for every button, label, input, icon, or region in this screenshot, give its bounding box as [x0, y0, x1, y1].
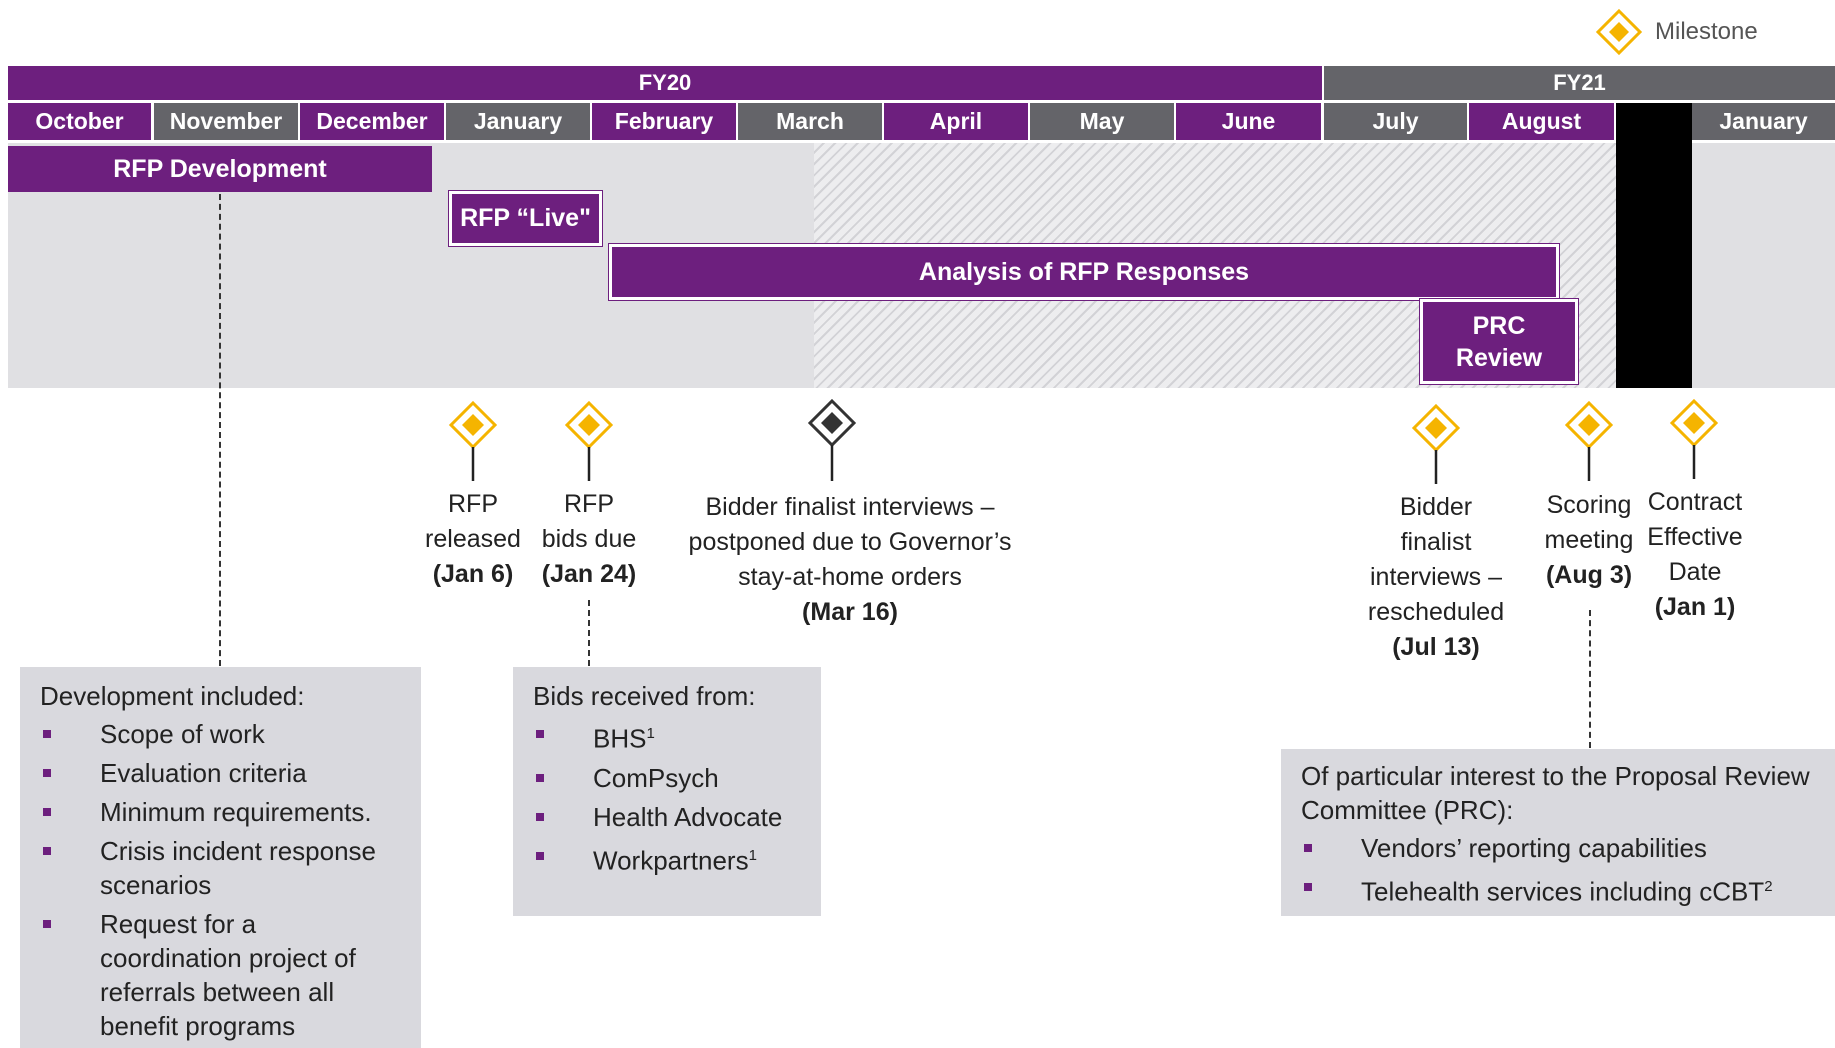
note-prc-interest: Of particular interest to the Proposal R… [1281, 749, 1835, 916]
milestone-text: Bidder finalist interviews – [705, 493, 995, 521]
connector-development [219, 194, 221, 666]
bar-rfp-live: RFP “Live" [448, 190, 603, 247]
note-list: Vendors’ reporting capabilities Teleheal… [1301, 831, 1817, 909]
milestone-label-interviews-postponed: Bidder finalist interviews – postponed d… [689, 490, 1012, 630]
note-heading: Of particular interest to the Proposal R… [1301, 761, 1810, 825]
connector-scoring [1589, 610, 1591, 748]
milestone-date: (Jan 24) [541, 560, 637, 588]
milestone-marker-bids-due [564, 401, 614, 481]
milestone-marker-rfp-released [448, 401, 498, 481]
milestone-date: (Jul 13) [1392, 633, 1480, 661]
milestone-diamond-icon [1669, 399, 1719, 479]
milestone-text: interviews – [1370, 563, 1502, 591]
month-october: October [8, 103, 151, 140]
milestone-date: (Aug 3) [1545, 561, 1633, 589]
list-item-text: Telehealth services including cCBT [1361, 876, 1765, 907]
milestone-label-rfp-released: RFP released (Jan 6) [425, 487, 521, 592]
footnote-marker: 1 [748, 846, 757, 864]
footnote-marker: 2 [1764, 878, 1773, 895]
month-january: January [446, 103, 590, 140]
prc-review-line-1: PRC [1472, 311, 1526, 340]
connector-bids [588, 600, 590, 666]
milestone-text: RFP [448, 490, 498, 518]
milestone-text: finalist [1400, 528, 1472, 556]
footnote-marker: 1 [646, 725, 655, 742]
list-item: Vendors’ reporting capabilities [1301, 831, 1817, 865]
list-item: Scope of work [40, 717, 403, 751]
milestone-diamond-icon [564, 401, 614, 481]
list-item: Health Advocate [533, 800, 803, 834]
milestone-marker-contract-effective [1669, 399, 1719, 479]
milestone-date: (Jan 6) [432, 560, 514, 588]
milestone-text: Scoring [1546, 491, 1632, 519]
milestone-diamond-icon [1595, 8, 1643, 56]
milestone-diamond-icon [1564, 401, 1614, 481]
list-item: BHS1 [533, 717, 803, 756]
note-bids-received: Bids received from: BHS1 ComPsych Health… [513, 667, 821, 916]
milestone-marker-interviews-rescheduled [1411, 404, 1461, 484]
milestone-text: postponed due to Governor’s [688, 528, 1012, 556]
milestone-date: (Mar 16) [802, 598, 898, 626]
list-item: Evaluation criteria [40, 756, 403, 790]
month-august: August [1469, 103, 1614, 140]
milestone-label-scoring-meeting: Scoring meeting (Aug 3) [1545, 488, 1634, 593]
prc-review-line-2: Review [1455, 343, 1543, 372]
milestone-diamond-icon [448, 401, 498, 481]
fiscal-year-fy21: FY21 [1324, 66, 1835, 100]
bar-analysis-of-rfp-responses: Analysis of RFP Responses [608, 243, 1560, 301]
vendor-name: BHS [593, 723, 647, 754]
milestone-text: rescheduled [1367, 598, 1505, 626]
milestone-text: released [425, 525, 521, 553]
month-june: June [1176, 103, 1321, 140]
list-item: Crisis incident response scenarios [40, 834, 403, 902]
month-february: February [592, 103, 736, 140]
list-item: ComPsych [533, 761, 803, 795]
milestone-label-interviews-rescheduled: Bidder finalist interviews – rescheduled… [1368, 490, 1504, 665]
milestone-text: Date [1668, 558, 1722, 586]
milestone-text: bids due [541, 525, 637, 553]
note-development: Development included: Scope of work Eval… [20, 667, 421, 1048]
list-item: Telehealth services including cCBT2 [1301, 870, 1817, 909]
month-april: April [884, 103, 1028, 140]
month-may: May [1030, 103, 1174, 140]
month-march: March [738, 103, 882, 140]
bar-rfp-development: RFP Development [8, 146, 432, 192]
milestone-label-bids-due: RFP bids due (Jan 24) [542, 487, 637, 592]
timeline-gap-block [1616, 103, 1692, 388]
milestone-diamond-dark-icon [807, 399, 857, 481]
legend: Milestone [1595, 8, 1795, 56]
vendor-name: Health Advocate [593, 801, 783, 832]
month-january-fy21: January [1692, 103, 1835, 140]
fiscal-year-fy20: FY20 [8, 66, 1322, 100]
milestone-marker-interviews-postponed [807, 399, 857, 481]
milestone-text: meeting [1544, 526, 1634, 554]
vendor-name: ComPsych [593, 762, 719, 793]
milestone-text: Bidder [1399, 493, 1473, 521]
list-item: Minimum requirements. [40, 795, 403, 829]
milestone-text: Contract [1647, 488, 1743, 516]
milestone-label-contract-effective: Contract Effective Date (Jan 1) [1647, 485, 1742, 625]
milestone-text: Effective [1647, 523, 1743, 551]
note-list: Scope of work Evaluation criteria Minimu… [40, 717, 403, 1043]
note-heading: Development included: [40, 681, 305, 711]
list-item-text: Vendors’ reporting capabilities [1361, 833, 1707, 863]
vendor-name: Workpartners [593, 845, 749, 876]
milestone-date: (Jan 1) [1654, 593, 1736, 621]
month-november: November [154, 103, 298, 140]
list-item: Workpartners1 [533, 839, 803, 878]
month-december: December [300, 103, 444, 140]
list-item: Request for a coordination project of re… [40, 907, 403, 1043]
milestone-diamond-icon [1411, 404, 1461, 484]
milestone-text: RFP [564, 490, 614, 518]
month-july: July [1324, 103, 1467, 140]
milestone-text: stay-at-home orders [738, 563, 962, 591]
bar-prc-review: PRC Review [1419, 298, 1579, 385]
note-list: BHS1 ComPsych Health Advocate Workpartne… [533, 717, 803, 877]
milestone-marker-scoring-meeting [1564, 401, 1614, 481]
note-heading: Bids received from: [533, 681, 756, 711]
legend-label: Milestone [1655, 18, 1758, 45]
